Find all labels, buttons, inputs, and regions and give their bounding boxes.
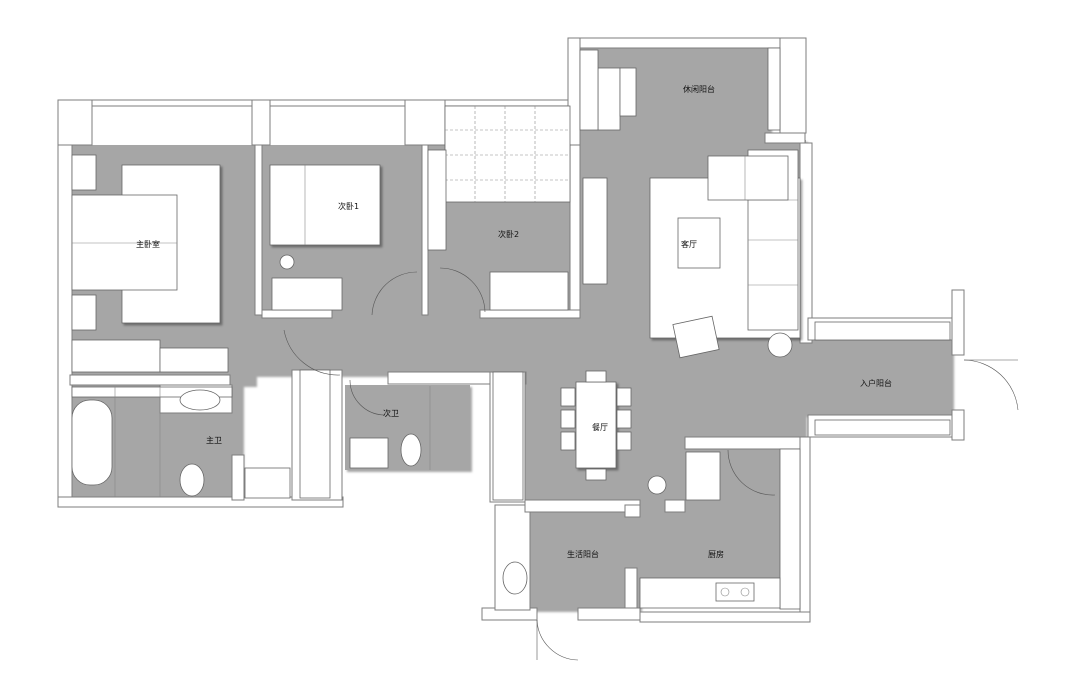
label-kitchen: 厨房 bbox=[708, 549, 724, 559]
counter bbox=[639, 577, 781, 609]
tv-cabinet bbox=[582, 177, 608, 285]
label-main-bathroom: 主卫 bbox=[206, 435, 222, 445]
armchair bbox=[672, 315, 720, 359]
nightstand bbox=[71, 154, 97, 191]
label-living-room: 客厅 bbox=[681, 239, 697, 249]
label-entry-balcony: 入户阳台 bbox=[860, 378, 892, 388]
bed-1 bbox=[269, 164, 381, 246]
wardrobe-2 bbox=[489, 271, 569, 311]
coffee-table bbox=[677, 217, 721, 269]
label-dining-room: 餐厅 bbox=[592, 423, 608, 432]
furniture bbox=[71, 47, 951, 610]
label-master-bedroom: 主卧室 bbox=[136, 239, 160, 249]
label-bedroom-1: 次卧1 bbox=[338, 201, 359, 211]
toilet bbox=[179, 463, 205, 497]
washbasin bbox=[179, 389, 221, 411]
laundry-basin bbox=[502, 561, 528, 595]
label-utility-balcony: 生活阳台 bbox=[567, 549, 599, 559]
dining-table bbox=[575, 381, 617, 469]
bathtub bbox=[71, 399, 113, 486]
doors bbox=[283, 267, 1019, 661]
label-leisure-balcony: 休闲阳台 bbox=[683, 84, 715, 94]
room-labels: 主卧室 次卧1 次卧2 休闲阳台 客厅 入户阳台 餐厅 主卫 次卫 生活阳台 厨… bbox=[136, 84, 892, 559]
wardrobe bbox=[71, 339, 161, 373]
fridge bbox=[685, 451, 721, 501]
nightstand bbox=[71, 294, 97, 331]
toilet bbox=[400, 433, 422, 467]
label-second-bathroom: 次卫 bbox=[383, 408, 399, 418]
stove bbox=[715, 582, 755, 602]
piano bbox=[597, 67, 621, 131]
tatami bbox=[444, 105, 571, 203]
label-bedroom-2: 次卧2 bbox=[498, 229, 519, 239]
plant bbox=[767, 332, 793, 358]
washbasin bbox=[349, 437, 389, 469]
wardrobe-1 bbox=[271, 277, 343, 311]
